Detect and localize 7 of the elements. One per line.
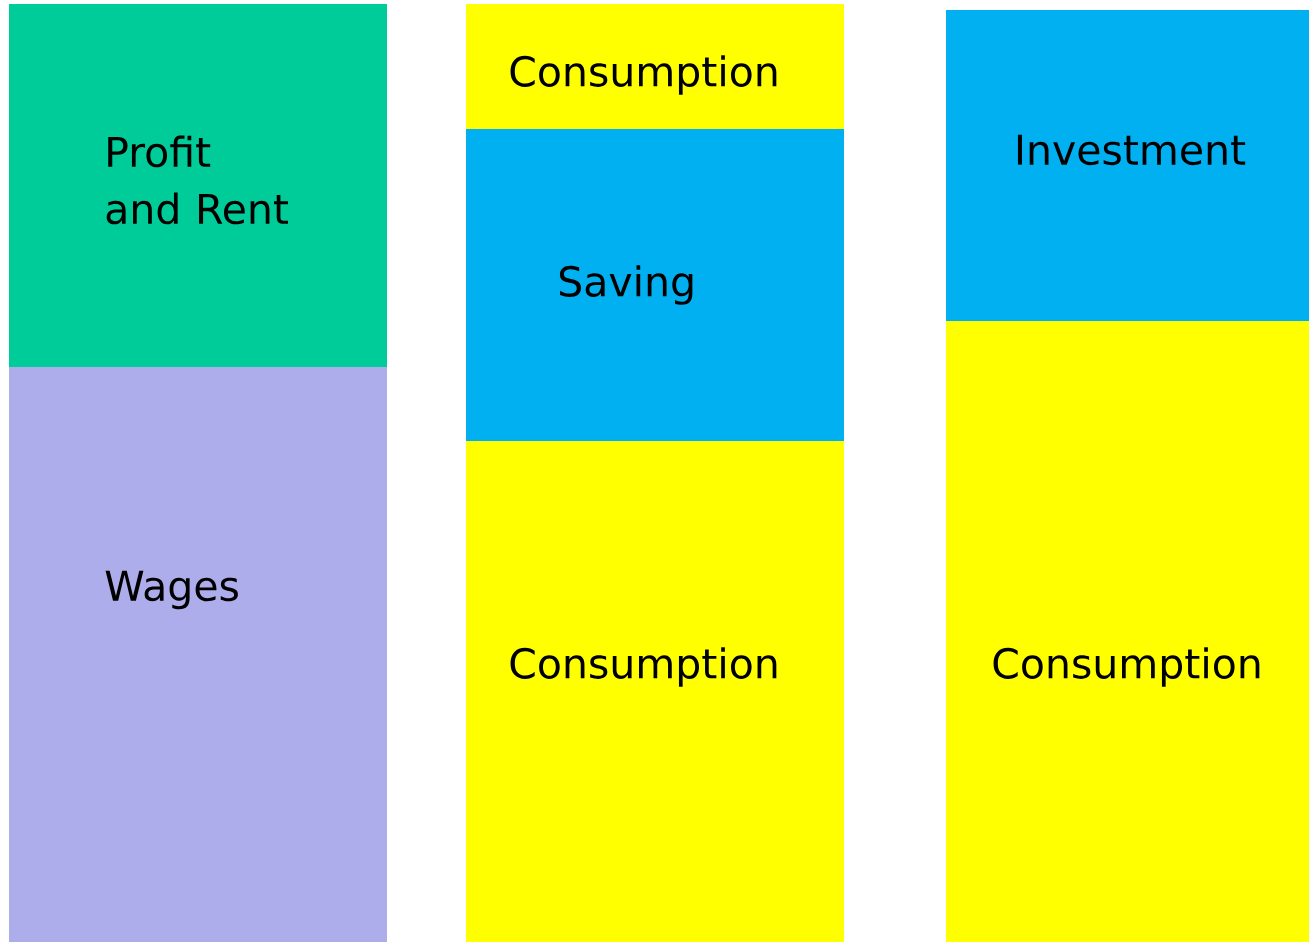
- segment-box: Consumption: [946, 321, 1309, 942]
- segment-box: Saving: [466, 129, 844, 441]
- segment-box: Investment: [946, 10, 1309, 321]
- segment-box: Wages: [9, 367, 387, 942]
- segment-box: Consumption: [466, 441, 844, 942]
- segment-box: Consumption: [466, 4, 844, 129]
- segment-box: Profit and Rent: [9, 4, 387, 367]
